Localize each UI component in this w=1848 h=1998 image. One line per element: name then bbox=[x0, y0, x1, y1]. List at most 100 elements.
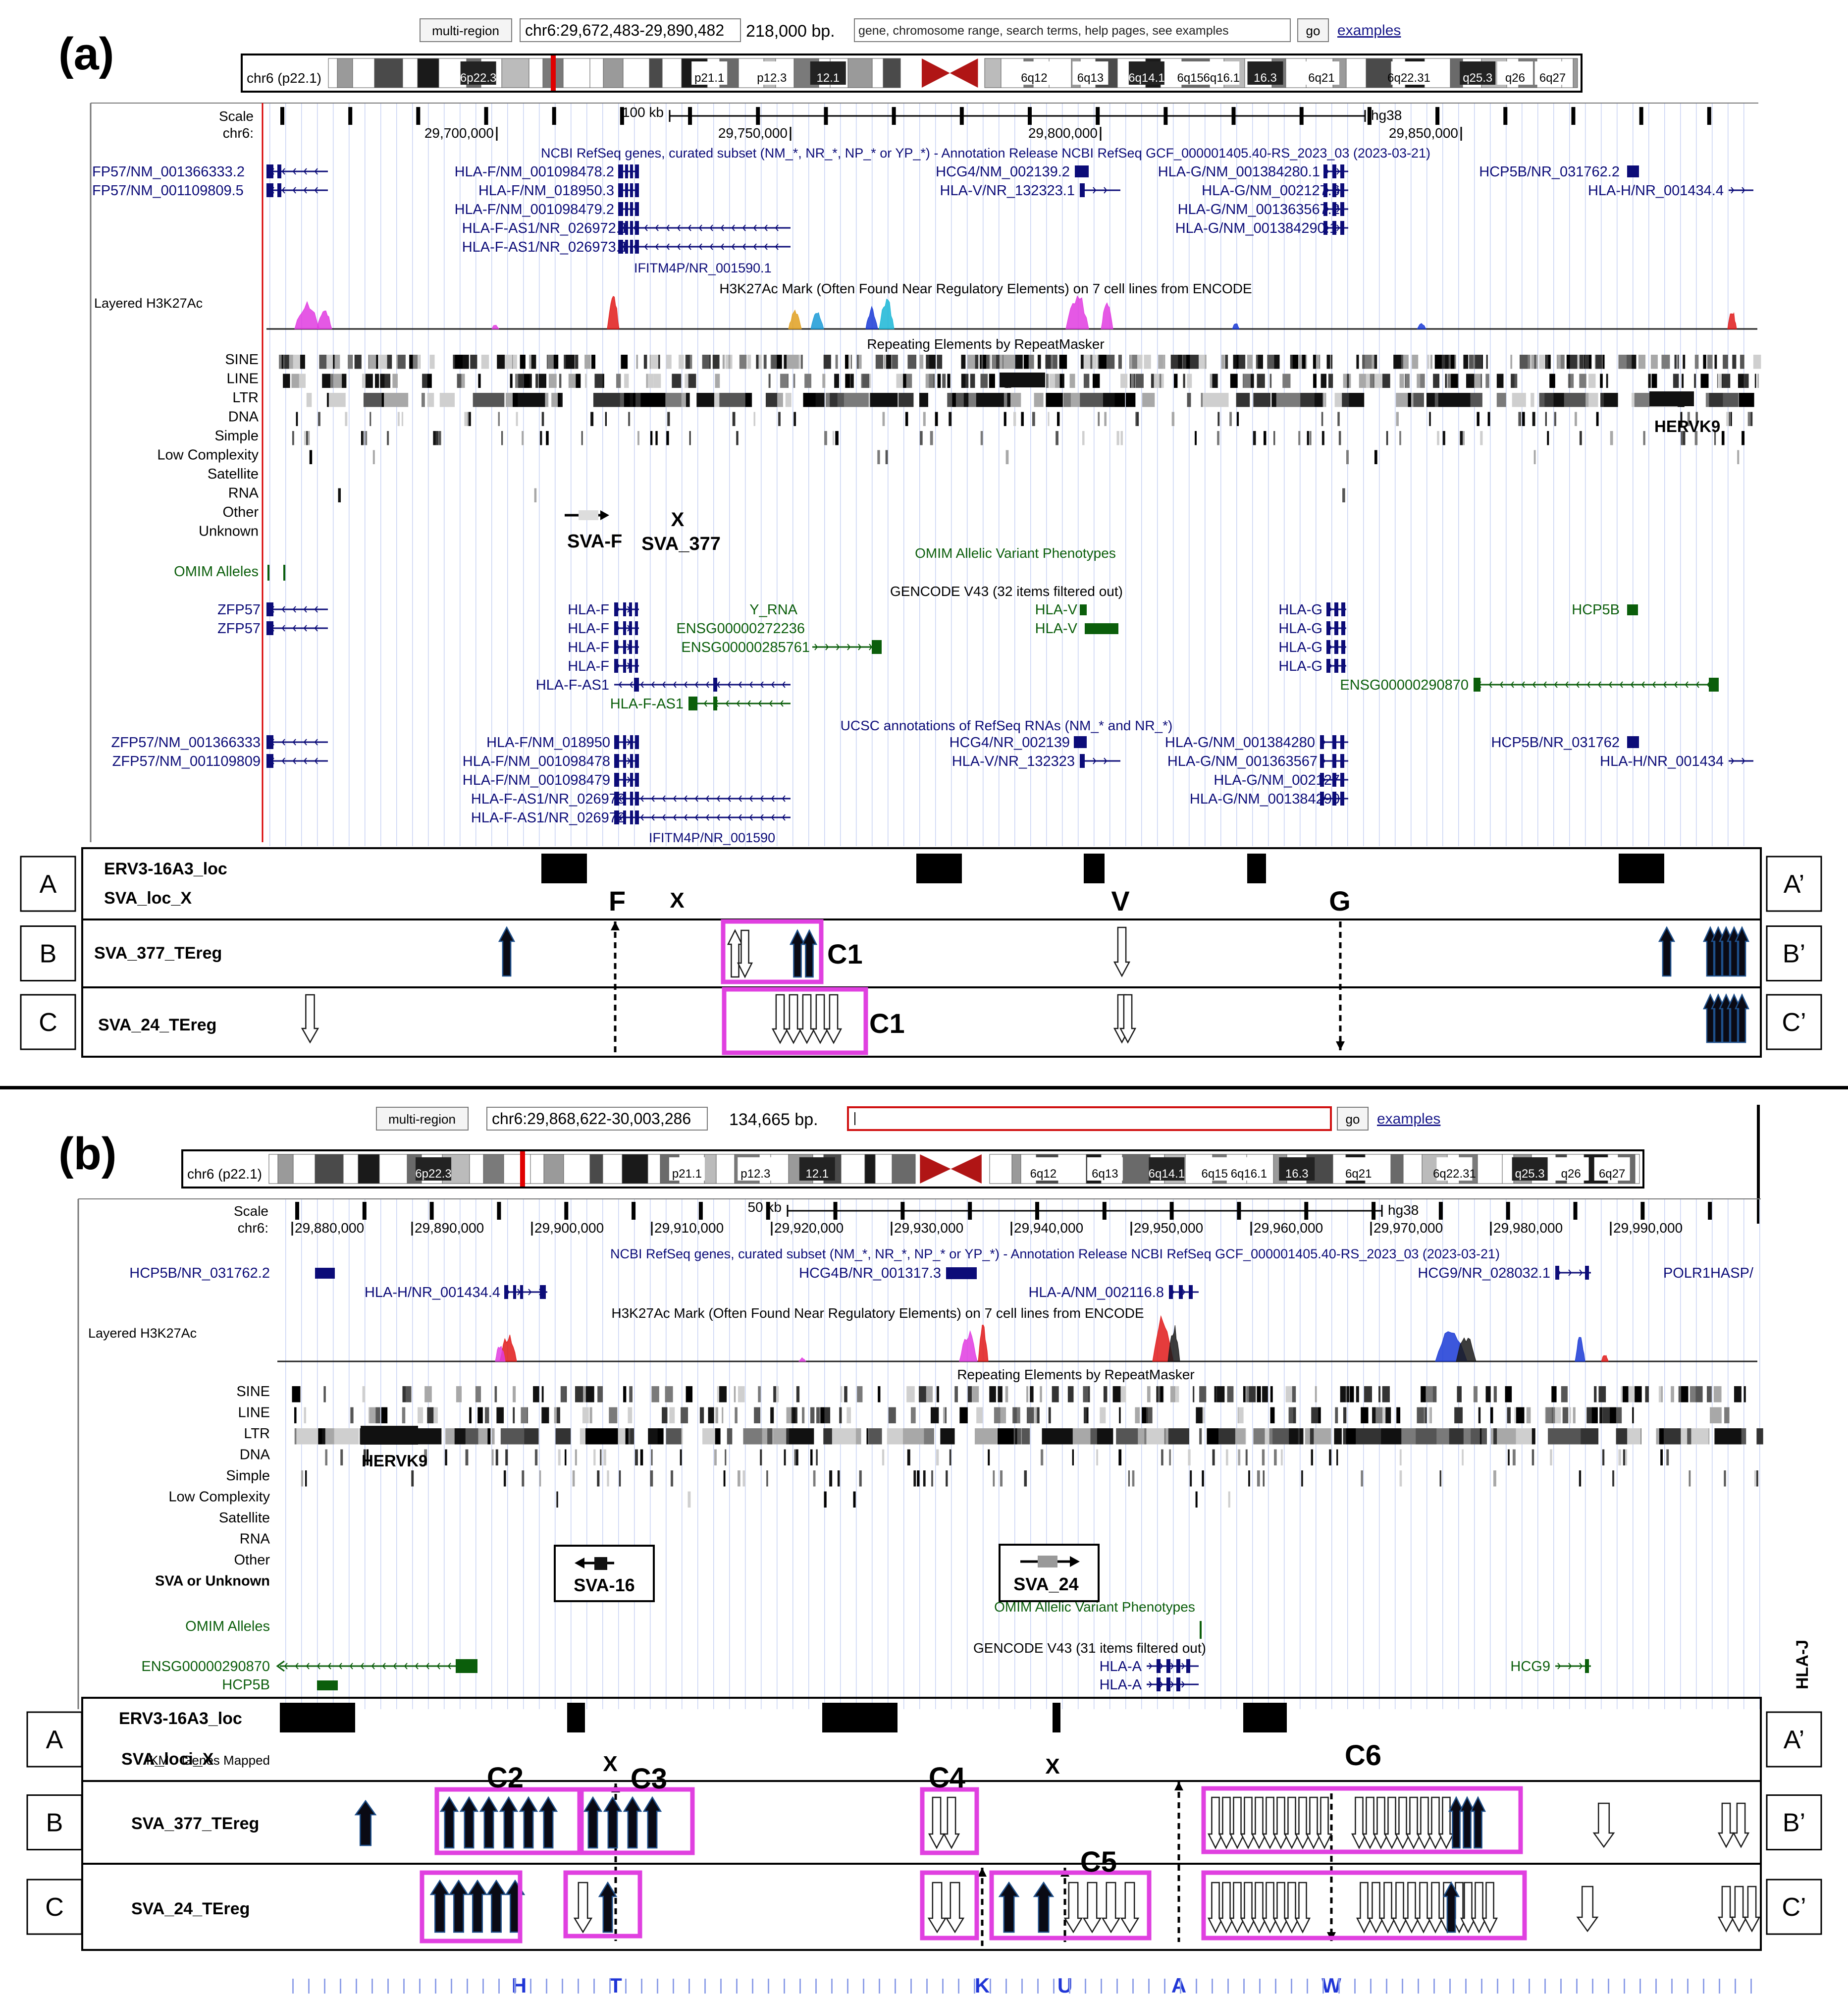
repeat-element bbox=[1532, 412, 1535, 426]
repeat-element bbox=[589, 1407, 592, 1423]
repeat-element bbox=[1005, 450, 1009, 464]
ucsc-gene-strand bbox=[738, 795, 742, 802]
h3k27ac-peak bbox=[959, 1330, 978, 1362]
repeat-element bbox=[1273, 431, 1275, 445]
repeat-element bbox=[1136, 412, 1139, 426]
repeat-element bbox=[560, 393, 563, 407]
refseq-gene-exon bbox=[635, 202, 639, 216]
panel-letter: (b) bbox=[58, 1129, 116, 1179]
repeat-element bbox=[1028, 355, 1034, 369]
gencode-gene-strand bbox=[1685, 681, 1689, 688]
refseq-gene-strand bbox=[314, 168, 318, 175]
row-letter-box bbox=[1766, 925, 1822, 981]
repeat-element bbox=[1547, 431, 1549, 445]
refseq-gene-strand bbox=[303, 168, 307, 175]
examples-link[interactable]: examples bbox=[1377, 1111, 1440, 1127]
gencode-gene-strand bbox=[314, 606, 318, 613]
refseq-gene-strand bbox=[731, 224, 735, 231]
ucsc-gene-strand bbox=[694, 814, 698, 821]
ucsc-gene-strand bbox=[303, 739, 307, 746]
erv-row-label: ERV3-16A3_loc bbox=[119, 1709, 242, 1728]
band bbox=[277, 1154, 294, 1184]
te-arrow bbox=[727, 929, 743, 978]
go-button[interactable] bbox=[1337, 1107, 1369, 1131]
ucsc-gene-exon bbox=[1080, 754, 1085, 768]
repeat-element bbox=[835, 355, 838, 369]
ikmc-tick bbox=[1433, 1979, 1435, 1994]
band-label: 6q13 bbox=[1092, 1167, 1118, 1181]
refseq-gene-exon bbox=[1340, 164, 1344, 178]
repeat-element bbox=[398, 355, 406, 369]
band bbox=[379, 1154, 408, 1184]
repeat-element bbox=[363, 1449, 366, 1465]
go-button[interactable] bbox=[1297, 18, 1329, 42]
gencode-gene-strand bbox=[314, 625, 318, 632]
repeat-element bbox=[665, 1386, 673, 1403]
repeat-element bbox=[1052, 1386, 1059, 1403]
ucsc-gene-exon bbox=[1320, 754, 1324, 768]
ucsc-label: HLA-V/NR_132323 bbox=[952, 754, 1075, 769]
position-field[interactable] bbox=[486, 1107, 708, 1131]
gencode-label: HLA-G bbox=[1278, 658, 1322, 674]
band bbox=[602, 1154, 623, 1184]
repeat-element bbox=[581, 1386, 586, 1403]
repeat-element bbox=[381, 1407, 388, 1423]
search-input[interactable] bbox=[854, 18, 1291, 42]
repeat-element bbox=[1257, 1470, 1260, 1487]
refseq-gene-exon bbox=[635, 221, 639, 235]
repeat-element bbox=[430, 1407, 433, 1423]
repeat-element bbox=[1566, 355, 1570, 369]
te-arrow bbox=[623, 1796, 642, 1849]
repeat-element bbox=[1628, 1386, 1637, 1403]
gencode-label: HCP5B bbox=[222, 1677, 270, 1693]
band bbox=[337, 58, 353, 88]
band-label: p21.1 bbox=[672, 1167, 702, 1181]
ikmc-letter: W bbox=[1321, 1974, 1341, 1997]
repeat-element bbox=[651, 1386, 659, 1403]
search-input[interactable] bbox=[847, 1106, 1332, 1131]
repeat-element bbox=[334, 355, 340, 369]
ikmc-tick bbox=[942, 1979, 944, 1994]
gencode-gene-strand bbox=[727, 681, 731, 688]
ucsc-gene-strand bbox=[281, 757, 285, 764]
multi-region-button[interactable] bbox=[376, 1107, 469, 1131]
label-column bbox=[91, 103, 263, 846]
gencode-label: ZFP57 bbox=[217, 621, 261, 637]
repeat-element bbox=[591, 355, 595, 369]
row-letter-box bbox=[20, 856, 76, 912]
te-arrow bbox=[459, 1796, 479, 1849]
gencode-gene-strand bbox=[1586, 681, 1590, 688]
examples-link[interactable]: examples bbox=[1337, 22, 1401, 39]
multi-region-button[interactable] bbox=[420, 18, 512, 42]
repeat-element bbox=[1569, 1407, 1571, 1423]
repeat-element bbox=[1545, 412, 1547, 426]
gencode-gene-exon bbox=[1585, 1659, 1589, 1673]
repeat-element bbox=[1046, 393, 1063, 407]
band-label: 6q12 bbox=[1030, 1167, 1056, 1181]
cluster-label: C6 bbox=[1345, 1739, 1381, 1772]
repeat-element bbox=[1092, 355, 1097, 369]
repeat-element bbox=[1015, 355, 1023, 369]
repeat-element bbox=[1681, 1386, 1689, 1403]
band-label: 12.1 bbox=[816, 71, 840, 85]
repeat-element bbox=[539, 1470, 541, 1487]
repeat-element bbox=[1651, 374, 1657, 388]
coordinate-tick: 29,910,000 bbox=[654, 1220, 724, 1236]
gencode-gene-exon bbox=[629, 602, 632, 616]
repeat-element bbox=[788, 355, 793, 369]
repeat-element bbox=[878, 393, 892, 407]
ikmc-tick bbox=[1671, 1979, 1673, 1994]
h3k27ac-peak bbox=[1417, 323, 1426, 329]
h3k27ac-peak bbox=[607, 296, 620, 329]
repeat-element bbox=[478, 1407, 483, 1423]
repeat-element bbox=[1372, 1407, 1377, 1423]
te-arrow bbox=[1316, 1796, 1333, 1849]
ikmc-tick bbox=[688, 1979, 690, 1994]
repeat-element bbox=[1473, 1386, 1478, 1403]
repeat-element bbox=[666, 431, 669, 445]
repeat-element bbox=[994, 1407, 1001, 1423]
chrom-label: chr6: bbox=[223, 125, 254, 141]
repeat-element bbox=[824, 1407, 831, 1423]
repeat-element bbox=[907, 355, 910, 369]
position-field[interactable] bbox=[520, 18, 741, 42]
